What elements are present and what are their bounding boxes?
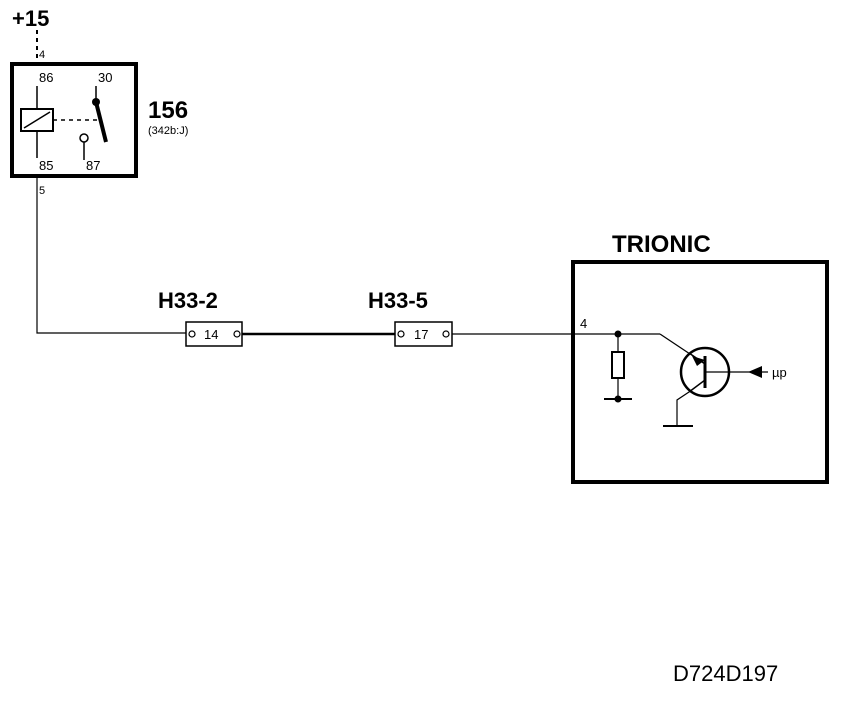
connector-h33-5-pin: 17 (414, 327, 428, 342)
ecu-trionic: TRIONIC 4 µp (571, 231, 829, 484)
relay-pin-85: 85 (39, 158, 53, 173)
connector-h33-5-left-pin (397, 330, 405, 338)
microprocessor-label: µp (772, 365, 787, 380)
transistor-emitter-lead (676, 391, 690, 426)
ecu-pin-number: 4 (580, 316, 587, 331)
connector-h33-5-label: H33-5 (368, 288, 428, 313)
transistor-arrow (692, 356, 705, 366)
connector-h33-5: H33-5 17 (368, 288, 453, 347)
connector-h33-2-right-pin (233, 330, 241, 338)
connector-h33-2-label: H33-2 (158, 288, 218, 313)
ecu-box (571, 260, 829, 484)
relay-wire-bottom-number: 5 (39, 185, 45, 197)
ecu-name: TRIONIC (612, 231, 711, 258)
relay-pin-87: 87 (86, 158, 100, 173)
diagram-code: D724D197 (673, 661, 778, 686)
wire-relay-to-h33-2 (36, 176, 186, 334)
resistor-symbol (611, 351, 625, 379)
relay-156: 4 86 30 85 87 (10, 49, 138, 178)
microprocessor-input-arrow (748, 366, 762, 378)
connector-h33-5-right-pin (442, 330, 450, 338)
relay-reference: (342b:J) (148, 125, 188, 137)
relay-box (10, 62, 138, 178)
relay-pin-86: 86 (39, 70, 53, 85)
supply-label: +15 (12, 6, 49, 31)
relay-pin-30: 30 (98, 70, 112, 85)
relay-coil-diagonal (23, 111, 51, 129)
relay-wire-top-number: 4 (39, 49, 45, 61)
relay-switch-arm (94, 101, 108, 143)
contact-87-terminal (79, 133, 89, 143)
relay-number: 156 (148, 97, 188, 124)
connector-h33-2-left-pin (188, 330, 196, 338)
transistor-emitter (688, 379, 706, 393)
connector-h33-2: H33-2 14 (158, 288, 243, 347)
connector-h33-2-pin: 14 (204, 327, 218, 342)
